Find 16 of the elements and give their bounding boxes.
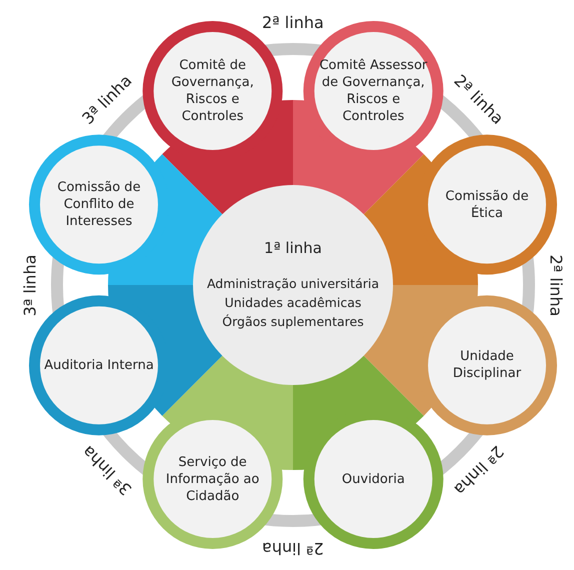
ring-label: 2ª linha: [546, 254, 566, 316]
unit-label: Comitê Assessor de Governança, Riscos e Controles: [318, 56, 428, 125]
ring-label: 2ª linha: [262, 538, 324, 558]
ring-label: 3ª linha: [20, 254, 40, 316]
unit-label: Comissão de Ética: [444, 188, 530, 222]
ring-label: 2ª linha: [262, 12, 324, 32]
unit-label: Unidade Disciplinar: [452, 348, 522, 382]
center-text: Administração universitária: [206, 275, 380, 293]
unit-label: Comissão de Conflito de Interesses: [56, 179, 142, 230]
unit-label: Serviço de Informação ao Cidadão: [164, 454, 260, 504]
unit-label: Ouvidoria: [342, 470, 405, 488]
center-text: Unidades acadêmicas: [224, 294, 362, 312]
unit-label: Auditoria Interna: [44, 356, 154, 374]
unit-label: Comitê de Governança, Riscos e Controles: [170, 56, 255, 125]
center-heading: 1ª linha: [264, 239, 322, 258]
center-text: Órgãos suplementares: [222, 313, 364, 331]
